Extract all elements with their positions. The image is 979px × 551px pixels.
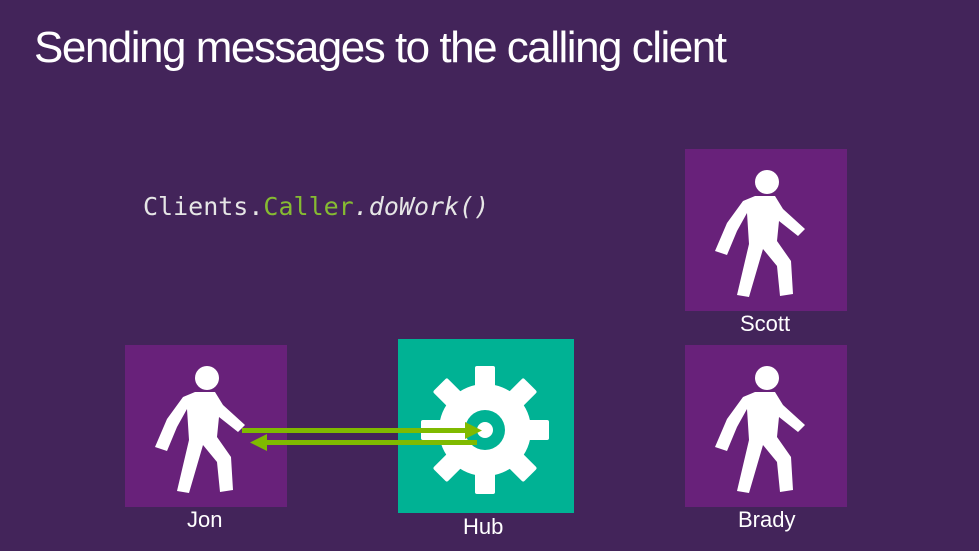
client-label-jon: Jon: [187, 507, 223, 532]
client-label-scott: Scott: [740, 311, 791, 336]
client-tile-scott: [685, 149, 847, 311]
code-caller: Caller: [263, 192, 354, 221]
slide-title: Sending messages to the calling client: [34, 23, 727, 72]
hub-label: Hub: [463, 514, 504, 539]
gear-icon: [421, 366, 549, 494]
hub-tile: [398, 339, 574, 513]
code-snippet: Clients.Caller.doWork(): [143, 192, 489, 221]
code-dowork: .doWork(): [353, 192, 490, 221]
client-tile-brady: [685, 345, 847, 507]
arrow-to-caller: [250, 434, 477, 451]
arrow-to-hub: [242, 422, 482, 439]
code-clients: Clients.: [143, 192, 264, 221]
client-label-brady: Brady: [738, 507, 796, 532]
client-tile-jon: [125, 345, 287, 507]
